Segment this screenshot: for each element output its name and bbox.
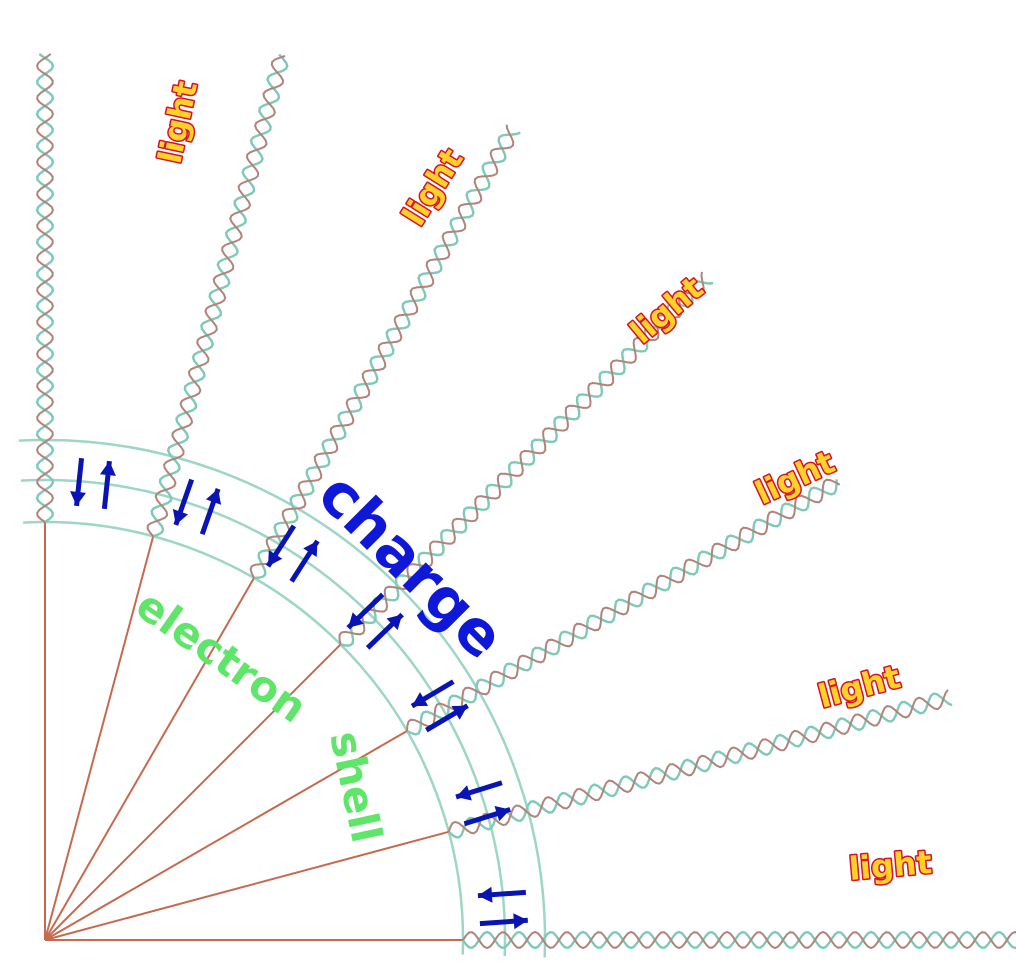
- arrow-pair-3-in: [268, 526, 294, 566]
- arrow-pair-1-in-head: [70, 491, 86, 506]
- arrow-pair-2-out: [202, 489, 221, 534]
- light-label-1: light: [151, 78, 205, 167]
- light-wave-1-strand-a: [37, 54, 53, 522]
- ray-6: [45, 832, 449, 940]
- arrow-pair-5-in: [412, 682, 453, 706]
- electron-shell-label-word2: shell: [320, 727, 391, 847]
- light-wave-6-strand-a: [449, 694, 952, 838]
- ray-2: [45, 536, 153, 940]
- arrow-pair-5-out: [426, 706, 467, 730]
- arrow-pair-3-out: [292, 541, 318, 581]
- arrow-pair-7-out-head: [513, 913, 528, 929]
- light-label-6: light: [847, 843, 933, 888]
- arrow-pair-6-out: [464, 806, 510, 824]
- electron-shell-label-word1: electron: [127, 580, 316, 732]
- arrow-pair-7-in-head: [478, 887, 493, 903]
- light-wave-1-strand-b: [37, 54, 53, 522]
- arrow-pair-1-out-head: [100, 461, 116, 476]
